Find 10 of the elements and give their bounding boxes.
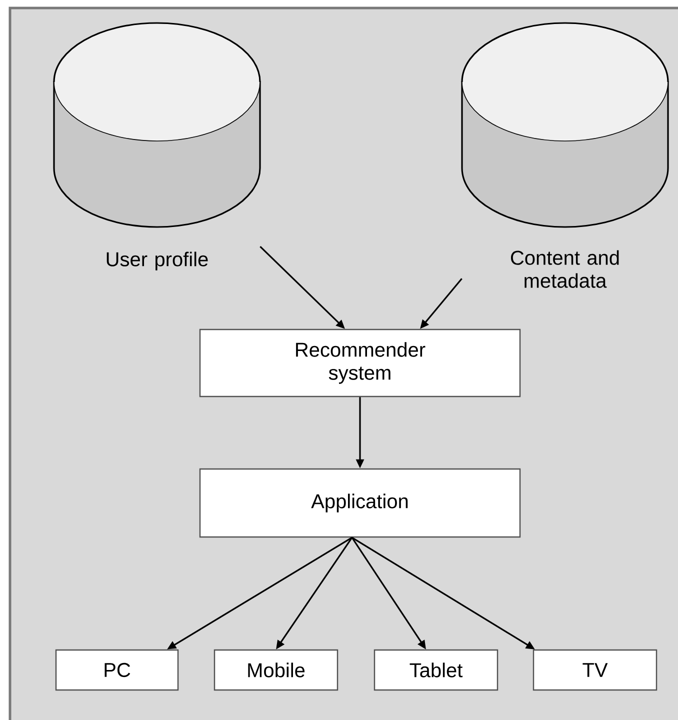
process-box: Tablet — [374, 649, 498, 691]
process-box: Recommender system — [199, 328, 521, 398]
cylinder-label: Content and metadata — [510, 250, 619, 288]
cylinder-label: User profile — [106, 252, 208, 270]
process-box: TV — [532, 649, 658, 691]
process-box: Application — [199, 468, 521, 538]
database-cylinder — [461, 22, 669, 228]
process-box: Mobile — [214, 649, 338, 691]
database-cylinder — [53, 22, 261, 228]
process-box: PC — [55, 649, 179, 691]
